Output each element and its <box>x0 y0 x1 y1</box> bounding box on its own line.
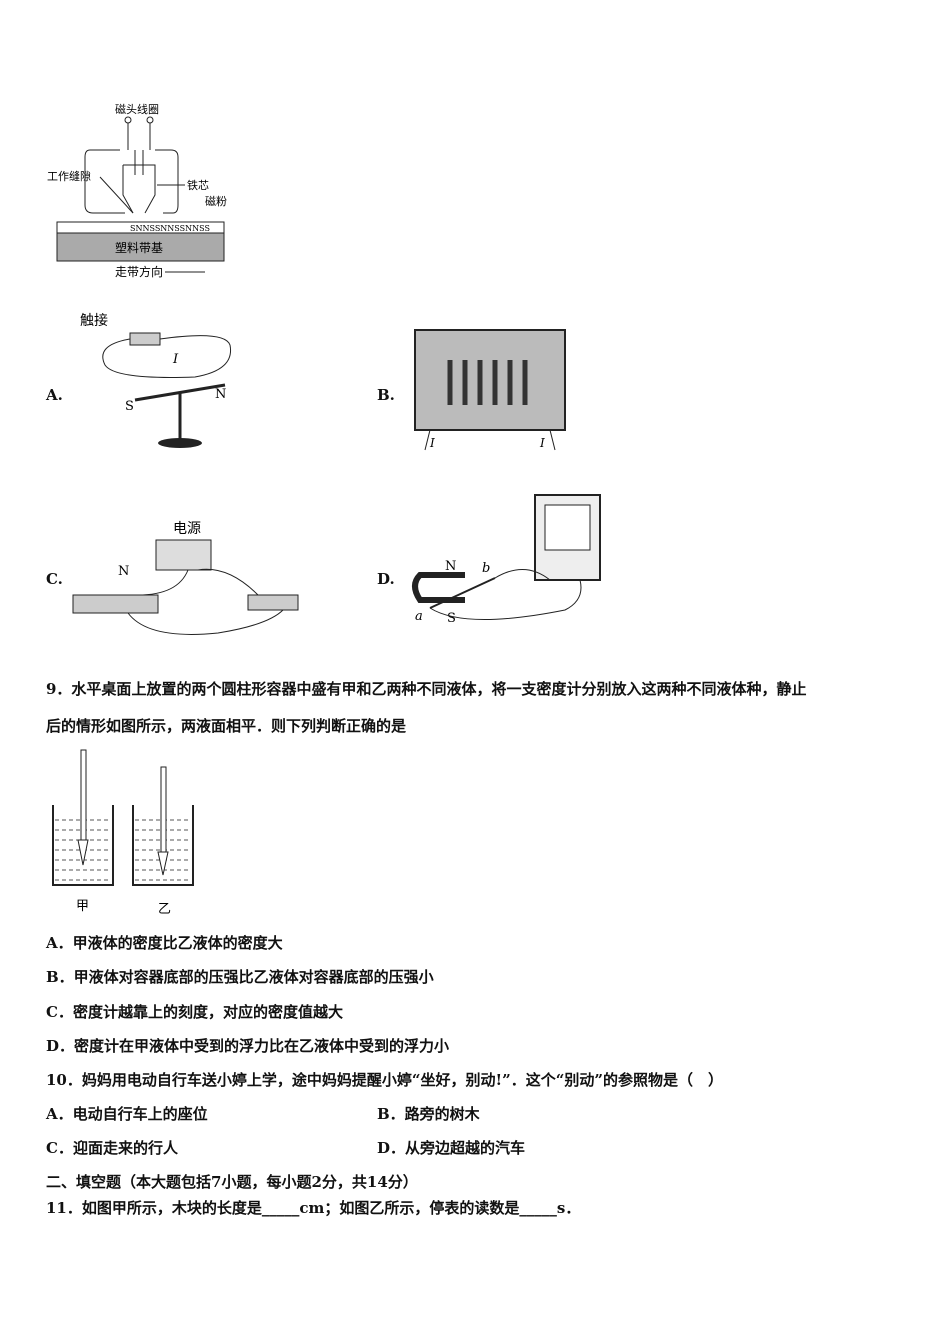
q10-option-c: C．迎面走来的行人 <box>46 1139 178 1157</box>
yi-label: 乙 <box>158 902 171 917</box>
s-label: S <box>125 399 134 414</box>
hydrometer-figure: 甲 乙 <box>52 749 194 917</box>
poles-label: SNNSSNNSSNNSS <box>130 224 210 233</box>
q9-option-d: D．密度计在甲液体中受到的浮力比在乙液体中受到的浮力小 <box>46 1037 450 1055</box>
n-label: N <box>445 559 456 574</box>
q9-stem-line2: 后的情形如图所示，两液面相平．则下列判断正确的是 <box>46 717 407 735</box>
touch-label: 触接 <box>80 312 108 329</box>
current-right-label: I <box>539 436 545 450</box>
q10-stem: 10．妈妈用电动自行车送小婷上学，途中妈妈提醒小婷“坐好，别动!”．这个“别动”… <box>46 1071 723 1089</box>
current-left-label: I <box>429 436 435 450</box>
n-label: N <box>215 387 226 402</box>
option-c-label: C. <box>46 570 63 588</box>
motor-figure: 电源 N <box>72 521 299 635</box>
oersted-figure: 触接 I S N <box>80 312 232 448</box>
generator-figure: N b a S <box>412 494 601 626</box>
s-label: S <box>447 611 456 626</box>
solenoid-figure: I I <box>414 329 566 451</box>
q9-option-c: C．密度计越靠上的刻度，对应的密度值越大 <box>46 1003 343 1021</box>
core-label: 铁芯 <box>187 178 209 192</box>
option-d-label: D. <box>377 570 395 588</box>
jia-label: 甲 <box>76 899 89 914</box>
direction-label: 走带方向 <box>115 264 163 279</box>
q11-stem: 11．如图甲所示，木块的长度是_____cm；如图乙所示，停表的读数是_____… <box>46 1199 581 1217</box>
coil-label: 磁头线圈 <box>115 102 159 116</box>
q10-option-d: D．从旁边超越的汽车 <box>377 1139 526 1157</box>
current-label: I <box>172 352 179 367</box>
q10-option-b: B．路旁的树木 <box>377 1105 480 1123</box>
option-b-label: B. <box>377 386 395 404</box>
q10-option-a: A．电动自行车上的座位 <box>46 1105 208 1123</box>
gap-label: 工作缝隙 <box>47 169 91 183</box>
b-label: b <box>482 561 490 576</box>
q9-option-b: B．甲液体对容器底部的压强比乙液体对容器底部的压强小 <box>46 968 434 986</box>
base-label: 塑料带基 <box>115 240 163 255</box>
n-label: N <box>118 564 129 579</box>
q9-stem-line1: 9．水平桌面上放置的两个圆柱形容器中盛有甲和乙两种不同液体，将一支密度计分别放入… <box>46 680 807 698</box>
magnetic-head-figure: 磁头线圈 工作缝隙 铁芯 磁粉 SNNSSNNSSNNSS 塑料带基 走带方向 <box>47 102 227 279</box>
option-a-label: A. <box>46 386 63 404</box>
section-2-heading: 二、填空题（本大题包括7小题，每小题2分，共14分） <box>46 1173 418 1191</box>
q9-option-a: A．甲液体的密度比乙液体的密度大 <box>46 934 283 952</box>
power-label: 电源 <box>173 521 201 537</box>
powder-label: 磁粉 <box>205 195 227 208</box>
a-label: a <box>415 609 423 624</box>
